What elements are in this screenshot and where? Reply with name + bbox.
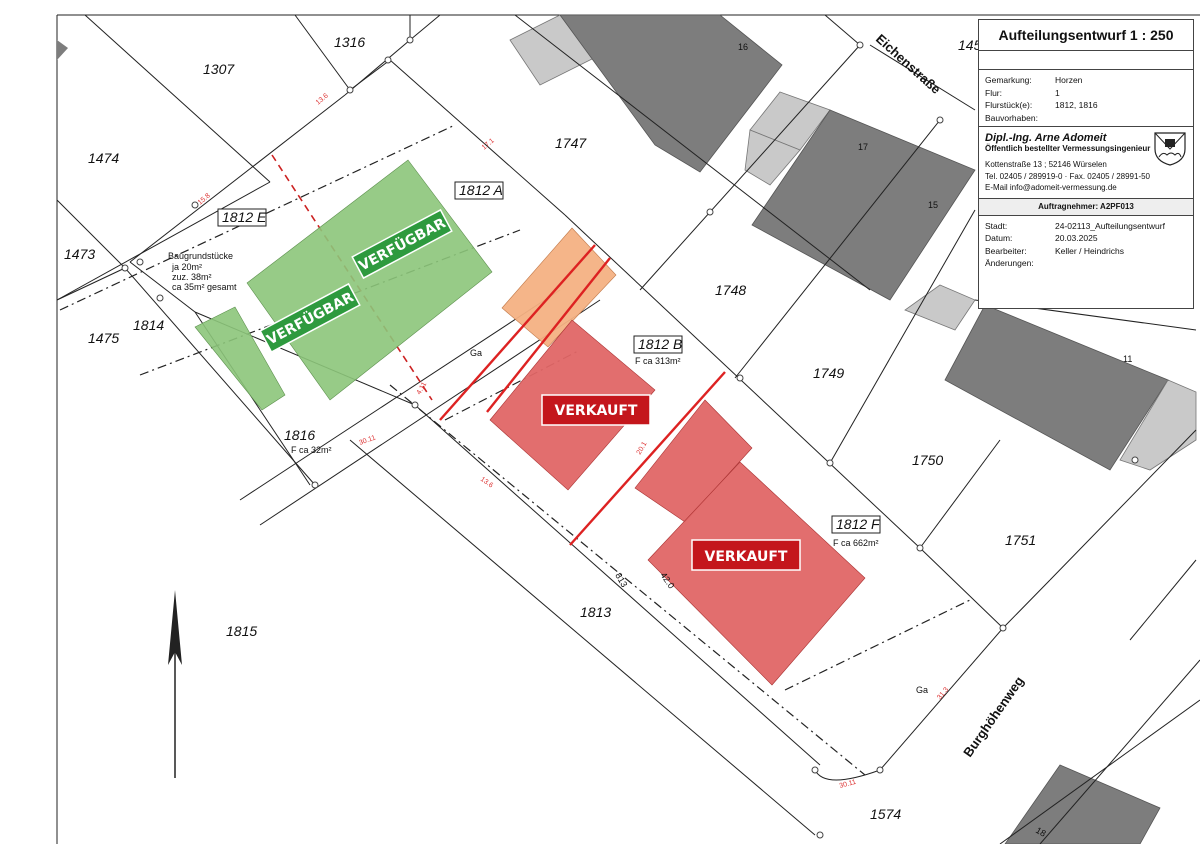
parcel-1747: 1747	[555, 135, 587, 151]
badge-sold-2: VERKAUFT	[691, 539, 801, 571]
plot-green-left	[194, 306, 286, 411]
firm-phone: Tel. 02405 / 289919-0 · Fax. 02405 / 289…	[985, 171, 1151, 181]
title-block-heading: Aufteilungsentwurf 1 : 250	[979, 20, 1193, 51]
parcel-1473: 1473	[64, 246, 95, 262]
detail-row: Stadt:24-02113_Aufteilungsentwurf	[985, 220, 1165, 231]
plot-label-1812f: 1812 F	[836, 516, 881, 532]
detail-row: Bearbeiter:Keller / Heindrichs	[985, 245, 1124, 256]
parcel-1813: 1813	[580, 604, 611, 620]
firm-email: E-Mail info@adomeit-vermessung.de	[985, 183, 1117, 192]
info-row: Gemarkung:Horzen	[985, 75, 1083, 85]
parcel-1475: 1475	[88, 330, 119, 346]
detail-row: Datum:20.03.2025	[985, 233, 1098, 243]
garage-label-1: Ga	[470, 348, 482, 358]
info-row: Flurstück(e):1812, 1816	[985, 100, 1098, 110]
plot-area-1812f: F ca 662m²	[833, 538, 879, 548]
plot-note-1: Baugrundstücke	[168, 251, 233, 261]
parcel-1814: 1814	[133, 317, 164, 333]
firm-address: Kottenstraße 13 ; 52146 Würselen	[985, 160, 1107, 169]
parcel-1815: 1815	[226, 623, 257, 639]
parcel-1749: 1749	[813, 365, 844, 381]
garage-label-2: Ga	[916, 685, 928, 695]
plot-area-1816: F ca 32m²	[291, 445, 332, 455]
parcel-1816: 1816	[284, 427, 315, 443]
firm-name: Dipl.-Ing. Arne Adomeit	[985, 132, 1107, 144]
svg-text:VERKAUFT: VERKAUFT	[555, 403, 638, 419]
parcel-labels: 1307 1316 145 1474 1473 1475 1814 1747 1…	[64, 34, 1036, 822]
svg-text:30.11: 30.11	[839, 779, 857, 790]
project-details: Stadt:24-02113_Aufteilungsentwurf Datum:…	[979, 216, 1193, 272]
neighbor-buildings	[57, 14, 1197, 844]
badge-sold-1: VERKAUFT	[541, 394, 651, 426]
red-division-lines	[439, 244, 726, 546]
survey-points	[121, 36, 1139, 839]
plot-note-2: ja 20m²	[171, 262, 202, 272]
svg-text:VERKAUFT: VERKAUFT	[705, 549, 788, 565]
firm-subtitle: Öffentlich bestellter Vermessungsingenie…	[985, 144, 1151, 153]
info-row: Flur:1	[985, 87, 1060, 98]
parcel-1748: 1748	[715, 282, 746, 298]
parcel-1750: 1750	[912, 452, 943, 468]
plot-labels: 1812 E 1812 A 1812 B F ca 313m² 1812 F F…	[168, 181, 881, 548]
nrw-crest-icon	[1154, 132, 1186, 166]
plot-note-4: ca 35m² gesamt	[172, 282, 237, 292]
parcel-1316: 1316	[334, 34, 365, 50]
parcel-145: 145	[958, 37, 982, 53]
house-number-15: 15	[928, 200, 938, 210]
plot-note-3: zuz. 38m²	[172, 272, 212, 282]
title-block: Aufteilungsentwurf 1 : 250 Gemarkung:Hor…	[978, 19, 1194, 309]
house-number-17: 17	[858, 142, 868, 152]
north-arrow	[168, 590, 182, 778]
parcel-1751: 1751	[1005, 532, 1036, 548]
parcel-1307: 1307	[203, 61, 235, 77]
plot-label-1812e: 1812 E	[222, 209, 267, 225]
plot-label-1812a: 1812 A	[459, 182, 503, 198]
detail-row: Änderungen:	[985, 258, 1034, 268]
client-row: Auftragnehmer: A2PF013	[979, 198, 1193, 216]
house-number-18: 18	[1034, 825, 1048, 839]
parcel-1474: 1474	[88, 150, 119, 166]
parcel-info: Gemarkung:Horzen Flur:1 Flurstück(e):181…	[979, 70, 1193, 127]
firm-info: Dipl.-Ing. Arne Adomeit Öffentlich beste…	[979, 127, 1193, 199]
plot-area-1812b: F ca 313m²	[635, 356, 681, 366]
title-block-spacer	[979, 51, 1193, 70]
plot-red-f	[647, 461, 866, 686]
parcel-1574: 1574	[870, 806, 901, 822]
house-number-11: 11	[1123, 354, 1132, 364]
plot-red-mid	[634, 399, 753, 523]
house-number-16: 16	[738, 42, 748, 52]
plot-label-1812b: 1812 B	[638, 336, 682, 352]
info-row: Bauvorhaben:	[985, 112, 1038, 123]
